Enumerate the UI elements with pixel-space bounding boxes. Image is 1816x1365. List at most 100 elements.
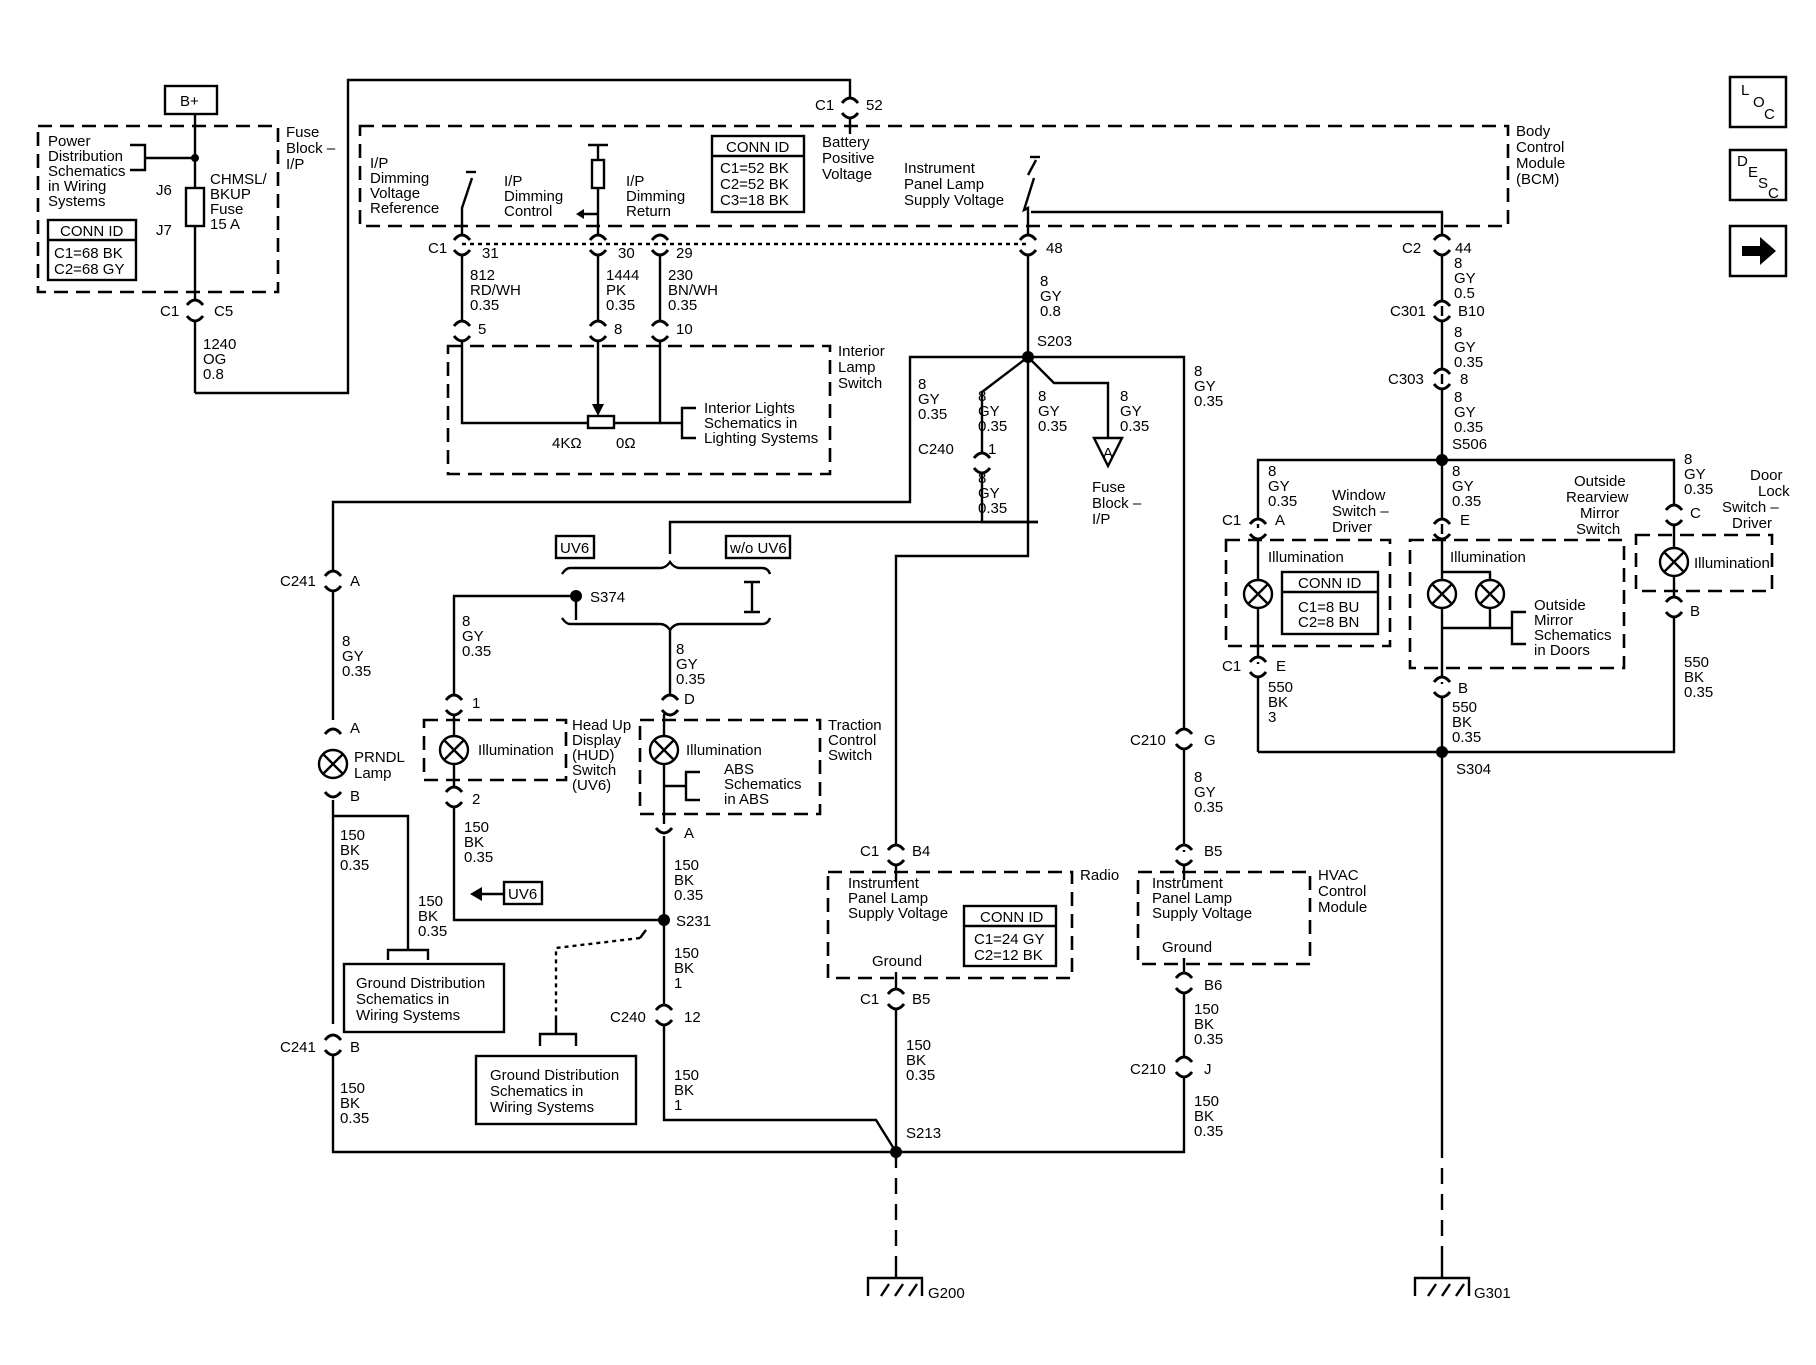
- wire-label: 230: [668, 267, 693, 284]
- lamp-icon: [1242, 578, 1274, 610]
- wire-label: 1: [674, 1097, 682, 1114]
- wire-label: 8: [1684, 451, 1692, 468]
- wire-label: GY: [1194, 784, 1216, 801]
- wire-label: 8: [1268, 463, 1276, 480]
- next-arrow-button[interactable]: [1728, 224, 1788, 278]
- fuse-ref-label: Fuse: [1092, 479, 1125, 496]
- fuse-block-title: Fuse: [286, 124, 319, 141]
- wire-label: 0.8: [1040, 303, 1061, 320]
- connector-label: C301: [1390, 303, 1426, 320]
- switch-title: Driver: [1332, 519, 1372, 536]
- loc-button[interactable]: L O C: [1728, 75, 1788, 129]
- mirror-ref: Outside: [1534, 597, 1586, 614]
- hvac-control-module: C210 G 8 GY 0.35 B5 HVAC Control Module …: [1130, 727, 1367, 1140]
- nav-text: O: [1753, 94, 1765, 111]
- bcm-title: Body: [1516, 123, 1551, 140]
- wire-label: 150: [464, 819, 489, 836]
- power-dist-ref: Schematics: [48, 163, 126, 180]
- nav-text: L: [1741, 82, 1749, 99]
- splice-label: S231: [676, 913, 711, 930]
- bplus-box: [163, 84, 219, 116]
- nav-text: C: [1768, 185, 1779, 202]
- hud-label: (HUD): [572, 747, 615, 764]
- pin-label: B5: [1204, 843, 1222, 860]
- wire-label: 8: [1454, 389, 1462, 406]
- wire-label: 0.35: [464, 849, 493, 866]
- illumination-label: Illumination: [1268, 549, 1344, 566]
- wire-label: 8: [1194, 769, 1202, 786]
- ground-dist-text: Schematics in: [490, 1083, 583, 1100]
- pin-label: 44: [1455, 240, 1472, 257]
- wire-label: 0.35: [342, 663, 371, 680]
- conn-id-box: [46, 218, 138, 282]
- traction-label: Switch: [828, 747, 872, 764]
- wire-label: 8: [1038, 388, 1046, 405]
- wire-label: 0.35: [668, 297, 697, 314]
- fuse-label: 15 A: [210, 216, 240, 233]
- pin-label: J7: [156, 222, 172, 239]
- wire-label: BK: [418, 908, 438, 925]
- wire-label: 0.35: [1454, 419, 1483, 436]
- lamp-label: PRNDL: [354, 749, 405, 766]
- wire-label: 0.35: [1194, 799, 1223, 816]
- pin-label: 31: [482, 245, 499, 262]
- wire-label: BK: [674, 960, 694, 977]
- wire-label: 150: [340, 827, 365, 844]
- bcm-battery-label: Voltage: [822, 166, 872, 183]
- lamp-icon: [1474, 578, 1506, 610]
- ground-dist-text: Schematics in: [356, 991, 449, 1008]
- wire-label: 8: [342, 633, 350, 650]
- pin-label: B: [350, 788, 360, 805]
- wire-label: 1444: [606, 267, 639, 284]
- interior-ref: Lighting Systems: [704, 430, 818, 447]
- radio-module: C1 B4 Radio Instrument Panel Lamp Supply…: [826, 843, 1186, 1302]
- connector-label: C210: [1130, 732, 1166, 749]
- illumination-label: Illumination: [1694, 555, 1770, 572]
- connector-label: C1: [860, 991, 879, 1008]
- switch-title: Rearview: [1566, 489, 1629, 506]
- wire-label: 8: [1120, 388, 1128, 405]
- wire-label: BK: [464, 834, 484, 851]
- wire-label: BK: [1452, 714, 1472, 731]
- pin-label: A: [350, 720, 360, 737]
- connector-label: C1: [1222, 512, 1241, 529]
- wire-label: BK: [1194, 1016, 1214, 1033]
- bcm-dim-ref: Voltage: [370, 185, 420, 202]
- splice-label: S304: [1456, 761, 1491, 778]
- wire-label: 3: [1268, 709, 1276, 726]
- bcm-ip-supply: Supply Voltage: [904, 192, 1004, 209]
- desc-button[interactable]: D E S C: [1728, 148, 1788, 202]
- wire-label: 0.35: [462, 643, 491, 660]
- wire-label: BK: [340, 842, 360, 859]
- connector-label: A: [1275, 512, 1285, 529]
- wire-label: 8: [1194, 363, 1202, 380]
- door-lock-switch-driver: 8 GY 0.35 Door Lock Switch – Driver C Il…: [1258, 451, 1790, 1302]
- prndl-lamp-circuit: C241 A 8 GY 0.35 A PRNDL Lamp B 150 BK 0…: [280, 569, 896, 1154]
- bcm-dim-ret: I/P: [626, 173, 644, 190]
- conn-id-box: [962, 904, 1058, 968]
- conn-id-header: CONN ID: [60, 223, 124, 240]
- bcm-title: Module: [1516, 155, 1565, 172]
- wire-label: 150: [906, 1037, 931, 1054]
- lamp-icon: [648, 734, 680, 766]
- splice-label: S203: [1037, 333, 1072, 350]
- ground-ref-symbol: [386, 948, 430, 960]
- switch-title: Window: [1332, 487, 1386, 504]
- uv6-tag: [554, 534, 596, 560]
- conn-id-row: C2=12 BK: [974, 947, 1043, 964]
- interior-ref: Schematics in: [704, 415, 797, 432]
- switch-title: Mirror: [1580, 505, 1619, 522]
- wire-label: 150: [1194, 1093, 1219, 1110]
- wire-label: 8: [1452, 463, 1460, 480]
- switch-title: Interior: [838, 343, 885, 360]
- body-control-module: Body Control Module (BCM) C1 52 Battery …: [358, 96, 1565, 262]
- wire-label: 0.35: [978, 418, 1007, 435]
- wire-label: 0.35: [606, 297, 635, 314]
- wire-label: 0.35: [1194, 393, 1223, 410]
- lamp-icon: [317, 748, 349, 780]
- switch-title: Switch: [838, 375, 882, 392]
- wire-label: 1240: [203, 336, 236, 353]
- wire-label: 0.35: [1684, 481, 1713, 498]
- pin-label: C1: [160, 303, 179, 320]
